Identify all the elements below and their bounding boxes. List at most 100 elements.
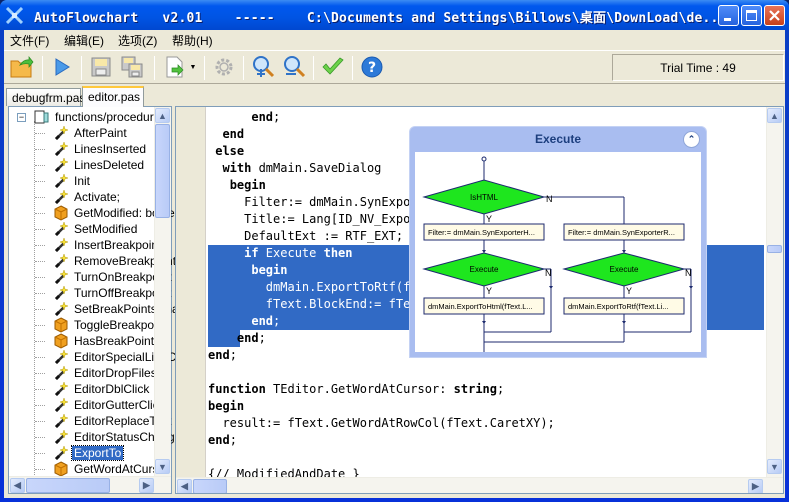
zoom-in-button[interactable] — [250, 54, 276, 80]
tree-guide-line — [35, 261, 45, 262]
tree-item[interactable]: TurnOnBreakpoint — [53, 269, 174, 285]
tree-item[interactable]: ToggleBreakpoint — [53, 317, 169, 333]
procedure-wand-icon — [54, 429, 69, 445]
tree-item-label: EditorDropFiles — [74, 366, 157, 380]
tab-debugfrm[interactable]: debugfrm.pas — [6, 88, 85, 106]
tree-item[interactable]: TurnOffBreakpoint — [53, 285, 173, 301]
tree-guide-line — [35, 309, 45, 310]
scroll-thumb[interactable] — [767, 245, 782, 253]
save-button[interactable] — [88, 54, 114, 80]
help-button[interactable]: ? — [359, 54, 385, 80]
tree-item[interactable]: Init — [53, 173, 92, 189]
decision-execute-right-label: Execute — [610, 265, 639, 274]
code-line: function TEditor.GetWordAtCursor: string… — [208, 381, 504, 398]
process-filter-rtf: Filter:= dmMain.SynExporterR... — [568, 228, 675, 237]
code-keyword: if — [244, 246, 259, 260]
save-icon — [91, 57, 111, 77]
scroll-thumb[interactable] — [26, 478, 110, 493]
tree-item-label: Init — [74, 174, 91, 188]
tree-horizontal-scrollbar[interactable]: ◀ ▶ — [9, 476, 171, 493]
code-text: ; — [258, 331, 266, 345]
tree-item[interactable]: GetWordAtCursor — [53, 461, 171, 477]
check-button[interactable] — [320, 54, 346, 80]
run-button[interactable] — [49, 54, 75, 80]
scroll-down-button[interactable]: ▼ — [155, 459, 170, 474]
menu-help[interactable]: 帮助(H) — [172, 34, 213, 48]
scroll-right-button[interactable]: ▶ — [139, 478, 154, 493]
editor-vertical-scrollbar[interactable]: ▲ ▼ — [766, 107, 783, 477]
tree-item[interactable]: EditorDropFiles — [53, 365, 159, 381]
scroll-down-button[interactable]: ▼ — [767, 459, 782, 474]
code-line: DefaultExt := RTF_EXT; — [208, 228, 403, 245]
tree-item[interactable]: HasBreakPoint — [53, 333, 156, 349]
toolbar-separator — [42, 56, 43, 80]
procedure-wand-icon — [54, 301, 69, 317]
toolbar-separator — [154, 56, 155, 80]
scroll-thumb[interactable] — [155, 124, 170, 218]
tree-item[interactable]: RemoveBreakpoint — [53, 253, 178, 269]
scroll-up-button[interactable]: ▲ — [155, 108, 170, 123]
save-all-icon — [121, 56, 143, 78]
tree-item[interactable]: LinesInserted — [53, 141, 148, 157]
tree-item[interactable]: LinesDeleted — [53, 157, 146, 173]
function-cube-icon — [54, 205, 68, 221]
code-line: begin — [208, 262, 287, 279]
tree-item[interactable]: SetModified — [53, 221, 139, 237]
tree-item[interactable]: AfterPaint — [53, 125, 129, 141]
process-filter-html: Filter:= dmMain.SynExporterH... — [428, 228, 535, 237]
tree-guide-line — [35, 181, 45, 182]
scroll-right-button[interactable]: ▶ — [748, 479, 763, 493]
minimize-button[interactable] — [718, 5, 739, 26]
editor-gutter[interactable] — [176, 107, 206, 477]
selection-highlight — [208, 330, 240, 347]
code-indent — [208, 195, 244, 209]
settings-button[interactable] — [211, 54, 237, 80]
tree-item-label: HasBreakPoint — [74, 334, 155, 348]
code-keyword: then — [323, 246, 353, 260]
code-text: ; — [497, 382, 505, 396]
tree-item-label: GetModified: boolean — [74, 206, 189, 220]
scroll-left-button[interactable]: ◀ — [10, 478, 25, 493]
procedure-wand-icon — [54, 221, 69, 237]
tree-item[interactable]: EditorDblClick — [53, 381, 151, 397]
maximize-button[interactable] — [741, 5, 762, 26]
editor-horizontal-scrollbar[interactable]: ◀ ▶ — [176, 477, 783, 493]
tree-vertical-scrollbar[interactable]: ▲ ▼ — [154, 107, 171, 476]
zoom-out-button[interactable] — [281, 54, 307, 80]
export-button[interactable]: ▼ — [162, 54, 198, 80]
close-button[interactable] — [764, 5, 785, 26]
menu-edit[interactable]: 编辑(E) — [64, 34, 104, 48]
flowchart-popup[interactable]: Execute ⌃ — [410, 127, 706, 364]
procedure-wand-icon — [54, 141, 69, 157]
collapse-up-icon[interactable]: ⌃ — [683, 131, 700, 148]
chevron-down-icon[interactable]: ▼ — [189, 63, 197, 71]
code-line: end; — [208, 109, 280, 126]
tree-item[interactable]: EditorReplaceText — [53, 413, 173, 429]
title-bar[interactable]: AutoFlowchart v2.01 ----- C:\Documents a… — [0, 0, 789, 30]
tree-item[interactable]: Activate; — [53, 189, 122, 205]
tree-item-label: Activate; — [74, 190, 121, 204]
menu-file[interactable]: 文件(F) — [10, 34, 50, 48]
code-indent — [208, 110, 251, 124]
collapse-toggle-icon[interactable]: − — [17, 111, 26, 122]
code-indent — [208, 246, 244, 260]
tree-item[interactable]: SetBreakPointsChanged — [53, 301, 207, 317]
tree-item[interactable]: ExportTo — [53, 445, 125, 461]
tree-root-row[interactable]: − functions/procedures — [17, 109, 168, 125]
zoom-in-icon — [253, 56, 275, 78]
tab-editor[interactable]: editor.pas — [82, 86, 144, 107]
tree-item[interactable]: InsertBreakpoint — [53, 237, 163, 253]
save-all-button[interactable] — [119, 54, 145, 80]
code-indent — [208, 297, 266, 311]
scroll-left-button[interactable]: ◀ — [177, 479, 192, 493]
scroll-thumb[interactable] — [193, 479, 227, 493]
chevron-left-icon: ◀ — [181, 481, 188, 491]
tree-guide-line — [35, 325, 45, 326]
scroll-up-button[interactable]: ▲ — [767, 108, 782, 123]
menu-options[interactable]: 选项(Z) — [118, 34, 158, 48]
tree-item[interactable]: EditorGutterClick — [53, 397, 167, 413]
open-button[interactable] — [9, 54, 35, 80]
tree-item-label: EditorReplaceText — [74, 414, 172, 428]
no-label: N — [545, 268, 552, 278]
